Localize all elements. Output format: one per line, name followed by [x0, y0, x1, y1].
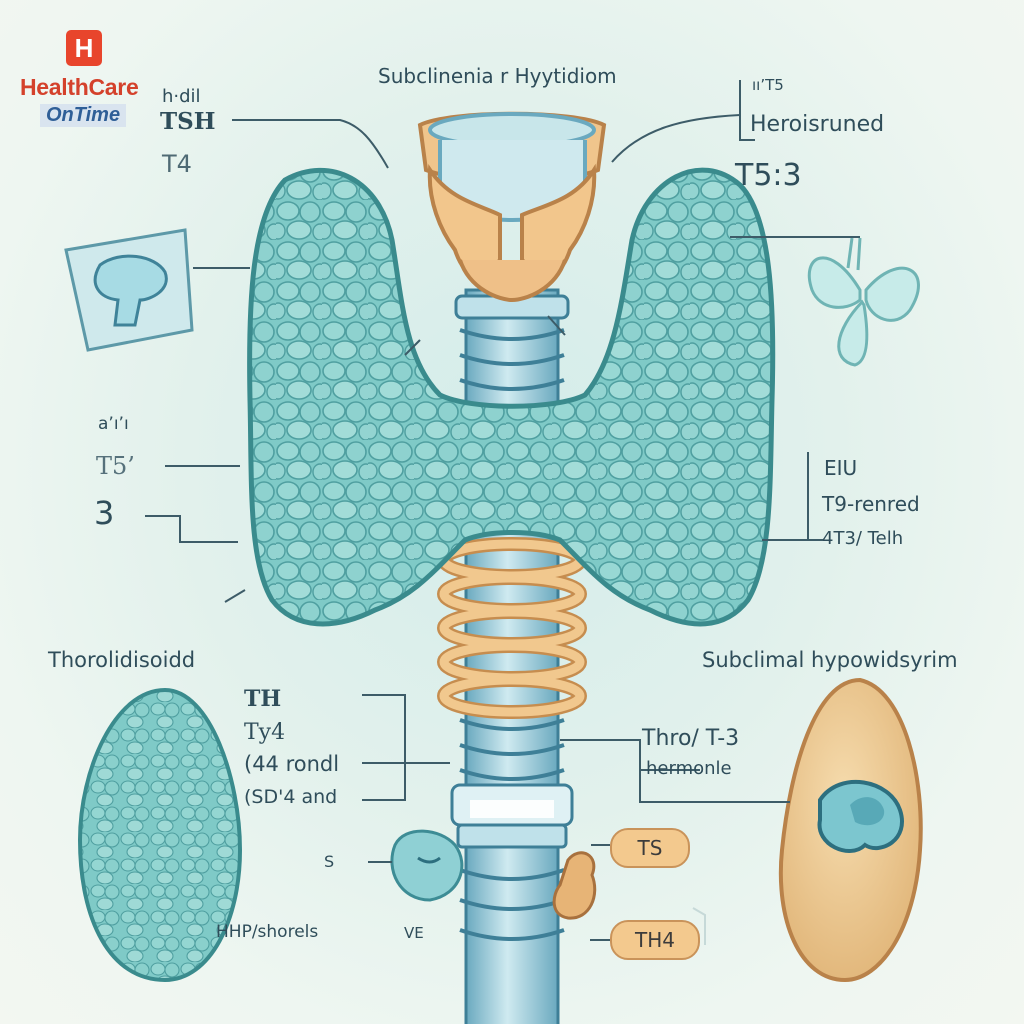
label-t4-top: T4	[162, 150, 192, 178]
label-ty4: Ty4	[244, 720, 286, 745]
label-rondl: (44 rondl	[244, 752, 340, 776]
label-hhp: HHP/shorels	[216, 922, 319, 942]
label-subclimal: Subclimal hypowidsyrim	[702, 648, 958, 672]
label-t3-tell: 4T3/ Telh	[822, 528, 904, 549]
label-thro: Thro/ T-3	[642, 726, 740, 751]
logo-ontime: OnTime	[40, 104, 127, 127]
label-th: TH	[244, 686, 282, 712]
label-t5-left: T5’	[96, 452, 135, 480]
label-t53: T5:3	[735, 158, 802, 193]
label-three-left: 3	[94, 494, 115, 532]
label-s-small: S	[324, 852, 335, 871]
label-a-small: a’ı’ı	[98, 414, 129, 434]
label-small-top-right: ıı’T5	[752, 76, 784, 94]
label-thorolid: Thorolidisoidd	[48, 648, 196, 672]
label-ve: VE	[404, 924, 424, 942]
leader-lines	[145, 80, 860, 941]
logo-badge: H	[66, 30, 102, 66]
label-hodil: h·dil	[162, 86, 201, 107]
label-title-top: Subclinenia r Hyytidiom	[378, 64, 617, 88]
thyroid-gland	[247, 167, 776, 627]
label-t9-renred: T9-renred	[822, 492, 920, 516]
pill-th4: TH4	[610, 920, 700, 960]
label-sd-and: (SD'4 and	[244, 786, 338, 808]
label-herois: Heroisruned	[750, 112, 885, 137]
pill-ts: TS	[610, 828, 690, 868]
label-hermonle: hermonle	[646, 758, 732, 779]
orange-blob	[552, 851, 597, 920]
blue-blob	[390, 829, 464, 902]
logo-healthcare: HealthCare	[20, 74, 139, 100]
left-icon-tile	[64, 228, 194, 352]
butterfly	[807, 237, 920, 367]
label-tsh-top: TSH	[160, 108, 216, 135]
right-egg	[778, 677, 923, 983]
left-egg	[77, 687, 243, 983]
label-eiu: EIU	[824, 456, 858, 480]
